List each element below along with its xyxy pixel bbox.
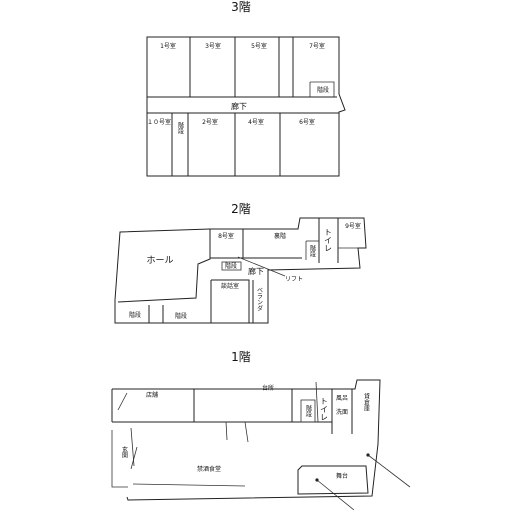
- second-ura-kaidan-top-label: 裏階: [274, 232, 286, 240]
- first-dining-label: 禁酒食堂: [197, 465, 221, 473]
- second-room-9-label: 9号室: [345, 222, 361, 230]
- first-toilet-diagonal: [315, 381, 319, 423]
- first-bath-label: 風呂: [336, 395, 348, 402]
- first-floor-title: 1階: [231, 349, 251, 364]
- second-lift-label: リフト: [285, 276, 303, 283]
- second-stairs-left-label: 階段: [129, 311, 141, 319]
- third-room-6-label: 6号室: [299, 118, 315, 126]
- first-leader-stage: [316, 479, 355, 511]
- first-entrance-label: 玄関: [121, 445, 128, 459]
- first-floor-outline: [112, 379, 381, 501]
- first-stairs-label: 階段: [305, 404, 312, 418]
- third-stairs-right-label: 階段: [317, 86, 329, 94]
- first-shop-label: 店舗: [146, 391, 158, 399]
- first-shop-inner-line: [117, 392, 128, 411]
- third-room-2-label: 2号室: [202, 118, 218, 126]
- first-dining-wall-left: [225, 421, 228, 441]
- first-leader-stage-dot: [315, 478, 319, 482]
- second-corridor-label: 廊下: [248, 266, 264, 276]
- first-toilet-label: トイレ: [320, 397, 329, 421]
- third-room-5-label: 5号室: [251, 42, 267, 50]
- third-floor-title: 3階: [231, 0, 251, 14]
- first-dining-wall-right: [244, 421, 249, 443]
- first-stage-label: 舞台: [336, 472, 348, 480]
- third-corridor-label: 廊下: [231, 101, 247, 111]
- third-room-3-label: 3号室: [205, 42, 221, 50]
- first-leader-storage: [367, 454, 411, 488]
- first-stage-outline: [297, 465, 369, 495]
- first-leader-storage-dot: [366, 453, 370, 457]
- third-floor-outline: [146, 36, 346, 177]
- second-toilet-label: トイレ: [324, 228, 333, 252]
- second-lift-leader: [237, 256, 286, 277]
- first-dining-bottom-left: [132, 483, 246, 487]
- second-hall-label: ホール: [146, 255, 173, 266]
- second-room-8-label: 8号室: [218, 232, 234, 240]
- second-veranda-label: ベランダ: [256, 287, 263, 312]
- second-hall-boundary: [117, 229, 211, 303]
- first-entrance-step: [130, 446, 138, 470]
- first-wash-label: 洗面: [336, 408, 348, 416]
- first-floor-plan: 1階 店舗 台所 階段 トイレ 風呂 洗面: [111, 349, 411, 511]
- first-storage-label: 貸倉庫: [363, 392, 370, 412]
- third-floor-plan: 3階 1号室 3号室 5号室 7号室 階段 廊下 １０号室 階段 2号室 4号室…: [146, 0, 346, 177]
- second-floor-title: 2階: [231, 201, 251, 216]
- second-dansho-label: 談話室: [221, 282, 239, 290]
- first-entrance-wall-left: [111, 430, 128, 488]
- second-ura-kaidan-box: [221, 261, 242, 271]
- second-stairs-center-label: 階段: [175, 312, 187, 320]
- third-stairs-left-label: 階段: [177, 121, 184, 135]
- third-stairs-right-box: [310, 81, 335, 97]
- second-floor-plan: 2階 8号室 裏階 トイレ 9号室 階段 ホール 階段 廊下: [114, 201, 367, 324]
- third-room-4-label: 4号室: [248, 118, 264, 126]
- third-room-10-label: １０号室: [147, 118, 171, 126]
- second-stairs-small-label: 階段: [309, 244, 316, 258]
- first-kitchen-label: 台所: [262, 384, 274, 392]
- second-stairs-label: 階段: [225, 262, 237, 270]
- first-stairs-box: [300, 399, 316, 423]
- third-room-1-label: 1号室: [160, 42, 176, 50]
- third-room-7-label: 7号室: [309, 42, 325, 50]
- second-dansho-outline: [211, 279, 250, 323]
- first-service-block: [291, 389, 332, 423]
